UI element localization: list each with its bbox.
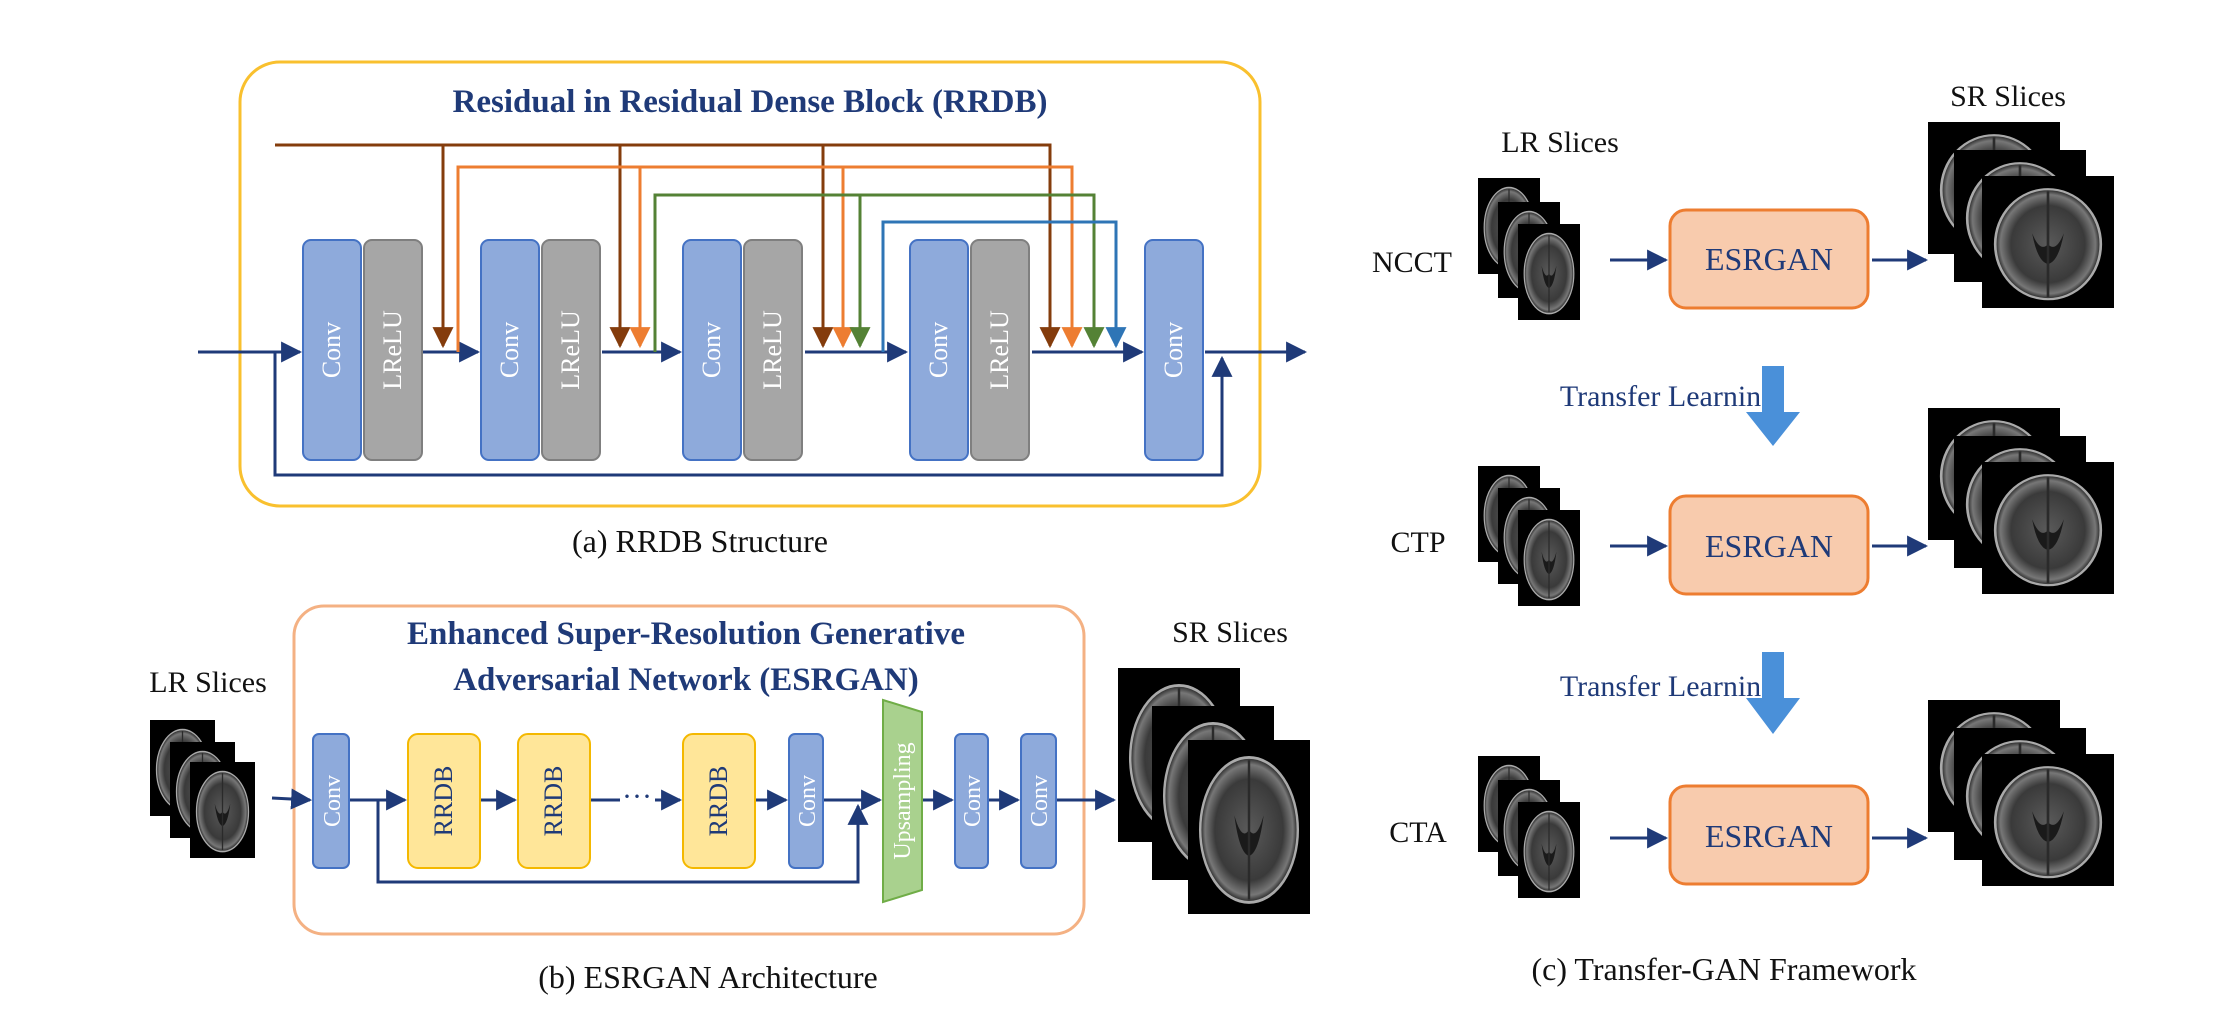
svg-text:Conv: Conv <box>320 775 346 827</box>
rrdb-conv-2: Conv <box>480 239 540 461</box>
svg-text:Upsampling: Upsampling <box>890 742 916 859</box>
svg-text:ESRGAN: ESRGAN <box>1705 528 1833 564</box>
rrdb-conv-1: Conv <box>302 239 362 461</box>
panel-c-transfer-gan: LR Slices SR Slices NCCT ESRGAN Transfer… <box>1372 80 2116 987</box>
svg-text:Conv: Conv <box>1027 775 1053 827</box>
esrgan-title-line1: Enhanced Super-Resolution Generative <box>407 616 965 652</box>
rrdb-title: Residual in Residual Dense Block (RRDB) <box>453 84 1048 120</box>
esrgan-box-cta <box>1668 784 1870 886</box>
rrdb-lrelu-3: LReLU <box>743 239 803 461</box>
rrdb-caption: (a) RRDB Structure <box>572 523 828 559</box>
rrdb-frame <box>238 60 1262 508</box>
svg-text:Conv: Conv <box>1159 322 1188 378</box>
transfer-learning-2: Transfer Learning <box>1560 670 1776 703</box>
svg-text:LReLU: LReLU <box>758 310 787 390</box>
svg-text:LReLU: LReLU <box>556 310 585 390</box>
svg-text:Conv: Conv <box>960 775 986 827</box>
esrgan-caption: (b) ESRGAN Architecture <box>538 959 877 995</box>
svg-text:LReLU: LReLU <box>378 310 407 390</box>
esrgan-residual-line <box>376 800 869 884</box>
transfer-sr-label: SR Slices <box>1950 80 2066 113</box>
transfer-caption: (c) Transfer-GAN Framework <box>1531 951 1916 987</box>
esrgan-rrdb-3: RRDB <box>682 733 756 869</box>
rrdb-lrelu-1: LReLU <box>363 239 423 461</box>
residual-bottom-line <box>273 352 1233 477</box>
esrgan-rrdb-1: RRDB <box>407 733 481 869</box>
esrgan-title-line2: Adversarial Network (ESRGAN) <box>453 662 919 698</box>
esrgan-upsampling: Upsampling <box>882 698 923 904</box>
transfer-lr-label: LR Slices <box>1501 126 1619 159</box>
rrdb-conv-4: Conv <box>909 239 969 461</box>
esrgan-conv-2: Conv <box>788 733 824 869</box>
esrgan-rrdb-2: RRDB <box>517 733 591 869</box>
row-ncct: NCCT ESRGAN <box>1372 120 2116 321</box>
svg-text:RRDB: RRDB <box>429 766 458 837</box>
esrgan-conv-3: Conv <box>954 733 989 869</box>
svg-text:ESRGAN: ESRGAN <box>1705 241 1833 277</box>
rrdb-conv-3: Conv <box>682 239 742 461</box>
row-label-cta: CTA <box>1389 816 1447 849</box>
svg-text:RRDB: RRDB <box>539 766 568 837</box>
esrgan-box-ncct <box>1668 208 1870 310</box>
row-label-ncct: NCCT <box>1372 246 1452 279</box>
svg-text:LReLU: LReLU <box>985 310 1014 390</box>
esrgan-sr-slices <box>1116 666 1312 916</box>
esrgan-sr-label: SR Slices <box>1172 616 1288 649</box>
esrgan-conv-1: Conv <box>312 733 350 869</box>
panel-a-rrdb: Residual in Residual Dense Block (RRDB) … <box>198 60 1308 559</box>
svg-text:Conv: Conv <box>317 322 346 378</box>
panel-b-esrgan: Enhanced Super-Resolution Generative Adv… <box>149 604 1312 995</box>
rrdb-lrelu-2: LReLU <box>541 239 601 461</box>
rrdb-conv-5: Conv <box>1144 239 1204 461</box>
transfer-arrow-2 <box>1746 652 1800 734</box>
svg-text:ESRGAN: ESRGAN <box>1705 818 1833 854</box>
esrgan-box-ctp <box>1668 494 1870 596</box>
svg-text:Conv: Conv <box>697 322 726 378</box>
rrdb-lrelu-4: LReLU <box>970 239 1030 461</box>
transfer-learning-1: Transfer Learning <box>1560 380 1776 413</box>
esrgan-lr-slices <box>149 719 256 859</box>
row-ctp: CTP ESRGAN <box>1390 406 2116 607</box>
svg-text:RRDB: RRDB <box>704 766 733 837</box>
row-label-ctp: CTP <box>1390 526 1445 559</box>
svg-text:Conv: Conv <box>924 322 953 378</box>
row-cta: CTA ESRGAN <box>1389 698 2116 899</box>
transfer-arrow-1 <box>1746 366 1800 446</box>
esrgan-conv-4: Conv <box>1020 733 1057 869</box>
svg-text:Conv: Conv <box>795 775 821 827</box>
rrdb-dots: ··· <box>622 780 652 813</box>
esrgan-frame <box>292 604 1086 936</box>
svg-text:Conv: Conv <box>495 322 524 378</box>
esrgan-lr-label: LR Slices <box>149 666 267 699</box>
